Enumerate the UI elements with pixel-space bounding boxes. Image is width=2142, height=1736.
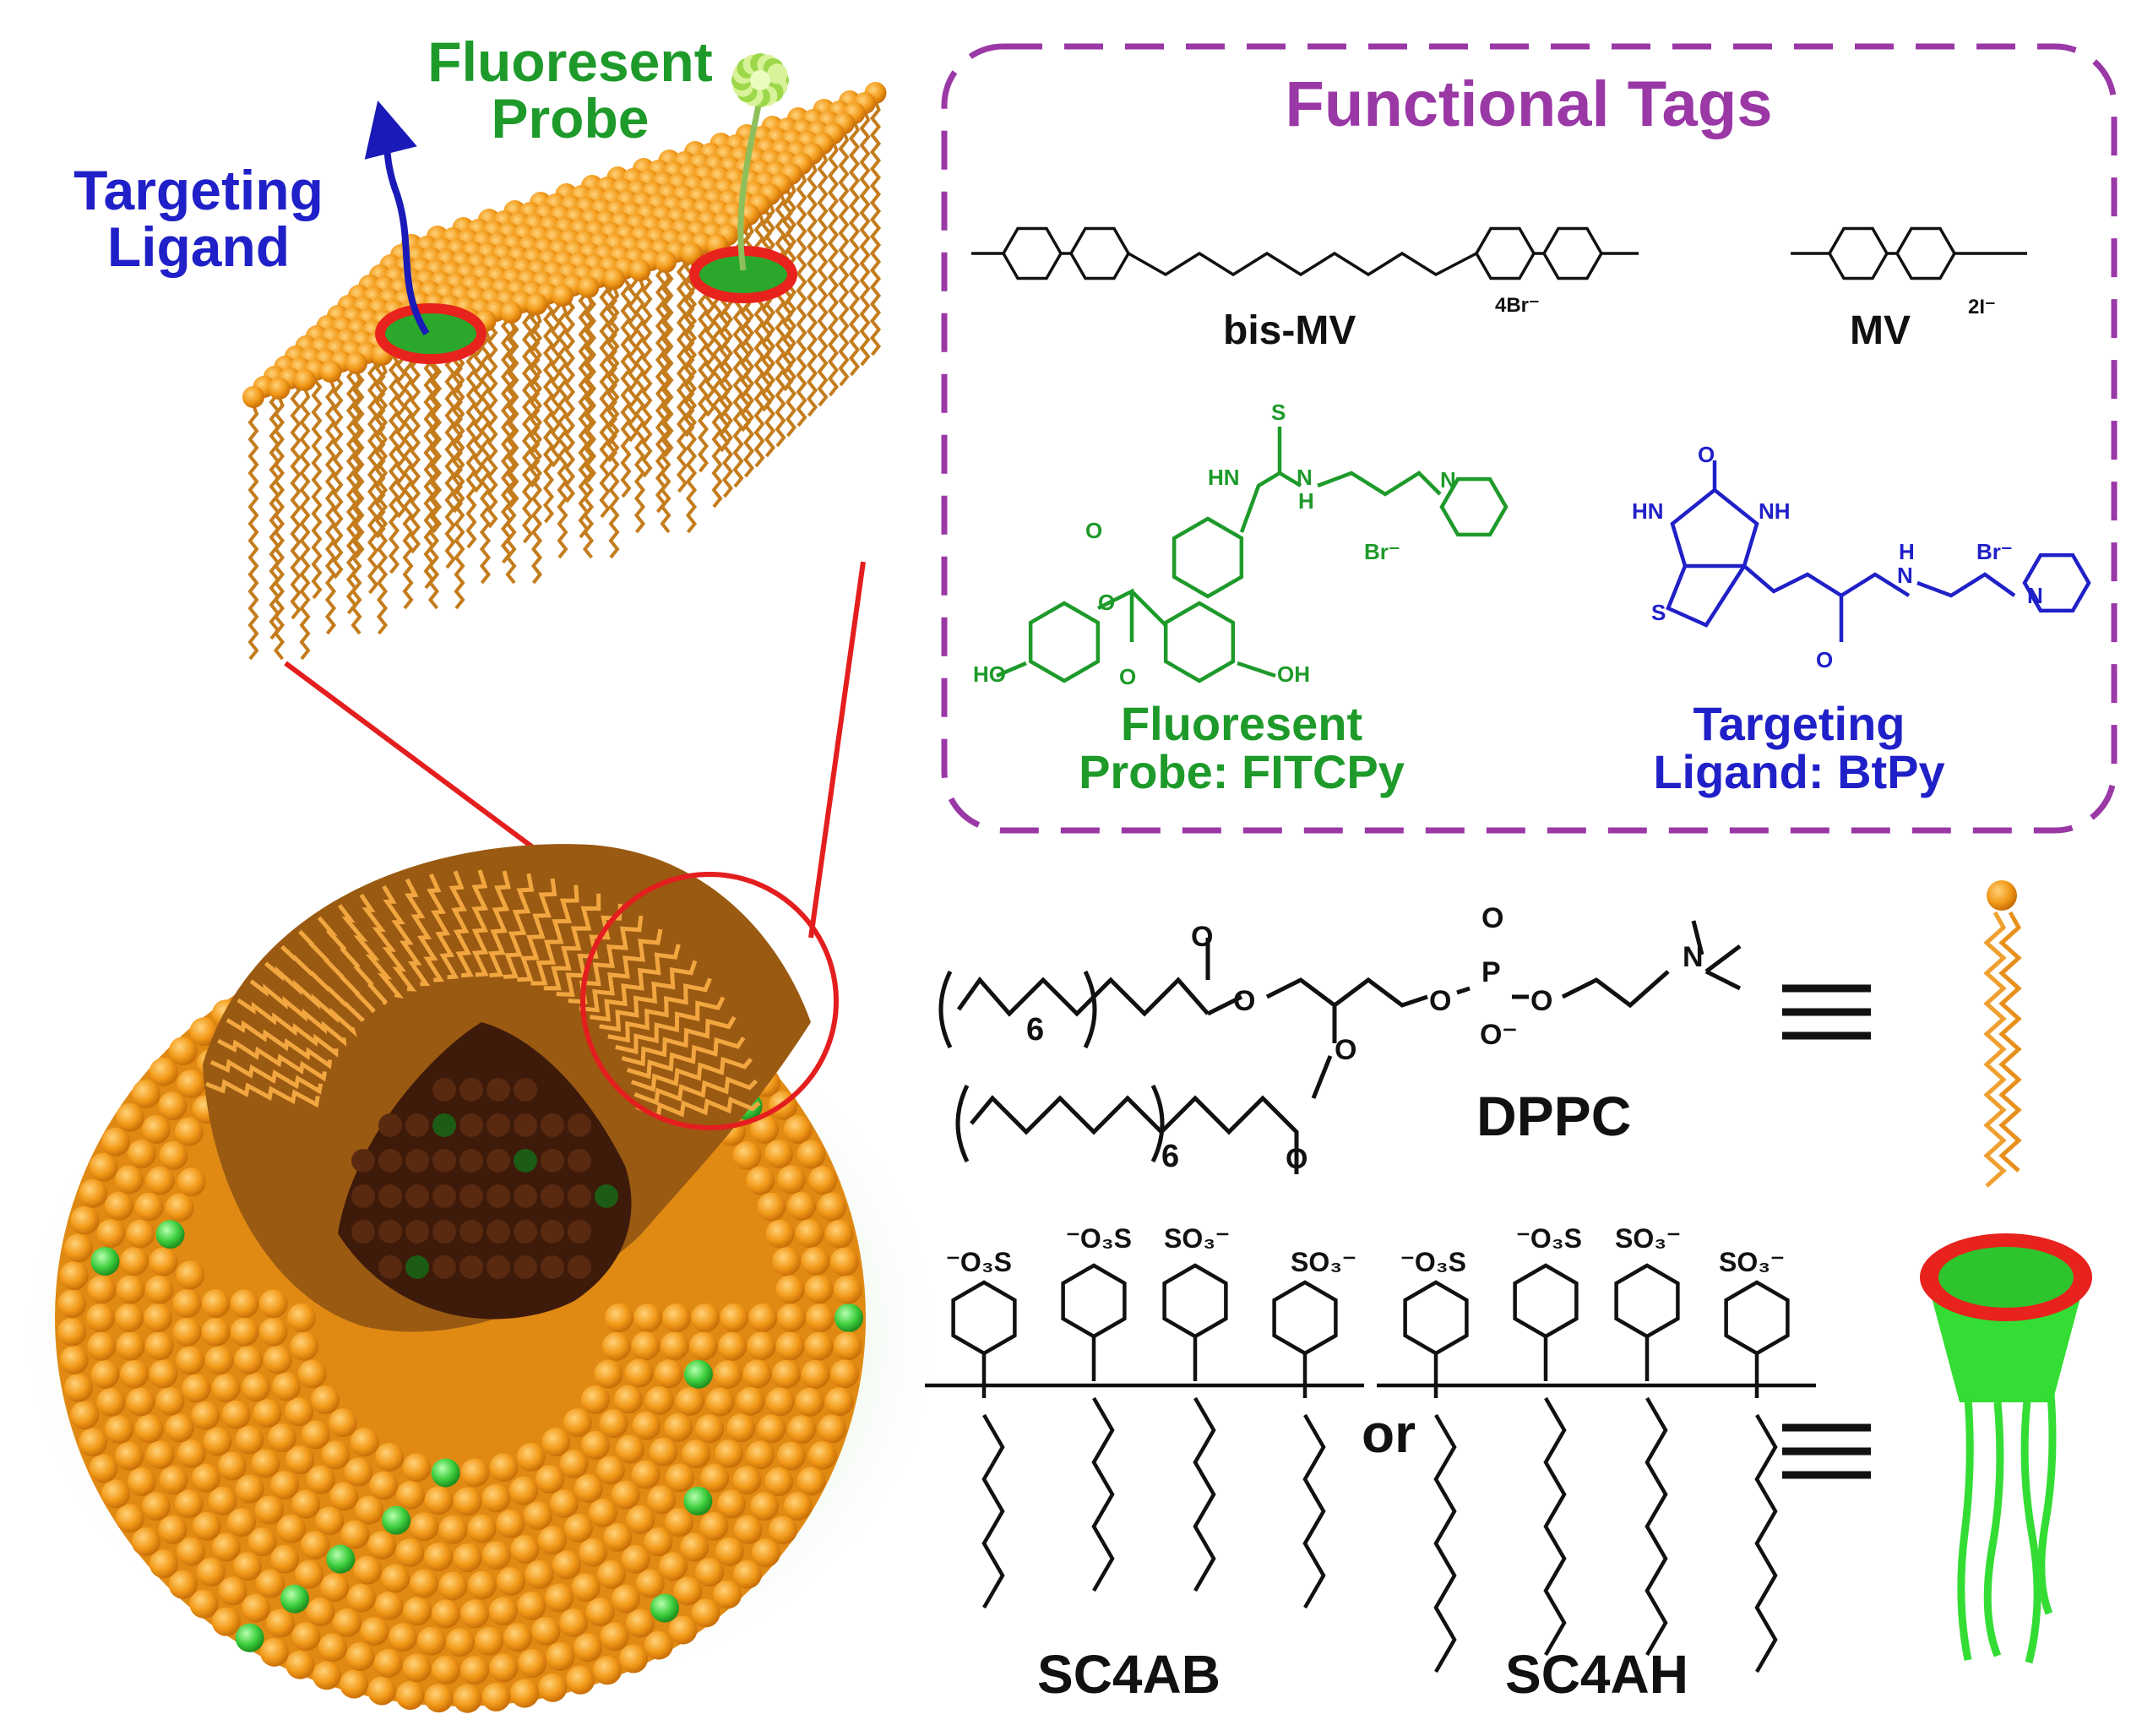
fitc-atom-oh: OH (1277, 661, 1310, 687)
sc4ah-so3-2: ⁻O₃S (1516, 1223, 1582, 1254)
sc4ah-label: SC4AH (1505, 1644, 1688, 1705)
mv-counterion: 2I⁻ (1968, 296, 1996, 318)
dppc-label: DPPC (1476, 1085, 1632, 1147)
fitcpy-caption-line-2: Probe: FITCPy (1079, 745, 1405, 799)
inner-head-beads (351, 1078, 618, 1279)
btpy-atom-h: H (1899, 539, 1915, 564)
equiv-sign-calix (1782, 1423, 1871, 1479)
btpy-atom-br: Br⁻ (1976, 539, 2013, 564)
fitc-atom-n: N (1297, 465, 1313, 490)
sc4ah-so3-1: ⁻O₃S (1400, 1247, 1466, 1277)
btpy-caption-line-1: Targeting (1693, 697, 1906, 750)
fitc-atom-o2: O (1098, 590, 1116, 615)
fitc-atom-hn: HN (1208, 465, 1240, 490)
targeting-host-cavity (375, 303, 487, 364)
fitc-atom-o3: O (1119, 664, 1137, 689)
probe-stem (737, 96, 764, 271)
dppc-atom-o1: O (1191, 921, 1214, 953)
outer-head-beads (57, 922, 863, 1713)
dppc-structure (938, 920, 1742, 1174)
btpy-atom-o: O (1698, 442, 1715, 467)
btpy-structure (1666, 460, 2091, 642)
fluorescent-probe-cluster (731, 53, 789, 107)
fitcpy-caption: Fluoresent Probe: FITCPy (1039, 699, 1444, 796)
fitcpy-caption-line-1: Fluoresent (1120, 697, 1363, 750)
callout-circle (580, 872, 839, 1130)
fitcpy-structure (996, 427, 1509, 683)
dppc-atom-ominus: O⁻ (1480, 1019, 1518, 1051)
fluorescent-probe-line-2: Probe (491, 87, 650, 150)
btpy-caption: Targeting Ligand: BtPy (1605, 699, 1993, 796)
sc4ab-so3-1: ⁻O₃S (946, 1247, 1012, 1277)
bis-mv-structure (971, 226, 1639, 280)
fluorescent-probe-label: Fluoresent Probe (397, 30, 743, 150)
sc4ah-so3-3: SO₃⁻ (1615, 1223, 1681, 1254)
sc4ah-structure (1377, 1263, 1816, 1673)
targeting-ligand-line-1: Targeting (73, 159, 323, 221)
dppc-atom-o6: O (1530, 985, 1553, 1017)
btpy-atom-s: S (1651, 600, 1666, 625)
lipid-cartoon-icon (1983, 880, 2022, 1188)
btpy-atom-hn: HN (1632, 498, 1664, 524)
btpy-atom-o2: O (1816, 647, 1834, 672)
sc4ab-structure (925, 1263, 1364, 1609)
functional-tags-title: Functional Tags (1285, 68, 1773, 140)
dppc-atom-o2: O (1233, 985, 1256, 1017)
bis-mv-label: bis-MV (1223, 308, 1356, 353)
sc4ab-so3-3: SO₃⁻ (1164, 1223, 1230, 1254)
functional-tags-box (941, 43, 2118, 834)
dppc-subscript-1: 6 (1026, 1012, 1045, 1048)
mv-structure (1791, 226, 2027, 280)
sc4ah-so3-4: SO₃⁻ (1719, 1247, 1785, 1277)
fitc-atom-br: Br⁻ (1364, 539, 1400, 564)
dppc-atom-o4: O (1429, 985, 1452, 1017)
mv-label: MV (1850, 308, 1911, 353)
sc4ab-so3-2: ⁻O₃S (1066, 1223, 1132, 1254)
calixarene-cup-icon (1920, 1233, 2092, 1664)
targeting-ligand-label: Targeting Ligand (59, 159, 338, 279)
sc4ab-so3-4: SO₃⁻ (1291, 1247, 1356, 1277)
dppc-atom-o7: O (1286, 1143, 1308, 1175)
bilayer-tail-layer (205, 869, 761, 1119)
vesicle-lumen (338, 1022, 632, 1320)
equiv-sign-dppc (1782, 984, 1871, 1040)
btpy-atom-nh: NH (1759, 498, 1791, 524)
dppc-atom-n: N (1683, 941, 1704, 973)
bis-mv-counterion: 4Br⁻ (1495, 294, 1540, 317)
btpy-caption-line-2: Ligand: BtPy (1653, 745, 1945, 799)
or-label: or (1362, 1403, 1416, 1464)
sc4ab-label: SC4AB (1037, 1644, 1221, 1705)
liposome-vesicle-illustration (8, 844, 954, 1715)
fitc-atom-h: H (1298, 488, 1314, 514)
targeting-ligand-line-2: Ligand (106, 215, 291, 279)
membrane-patch-illustration (242, 53, 887, 661)
targeting-ligand-arrow (364, 100, 430, 336)
fitc-atom-pyn: N (1440, 467, 1456, 493)
fitc-atom-s: S (1271, 400, 1286, 425)
dppc-atom-o3: O (1335, 1034, 1357, 1066)
btpy-atom-n: N (1897, 563, 1913, 588)
dppc-atom-o5: O (1481, 902, 1504, 934)
fluorescent-probe-line-1: Fluoresent (427, 30, 713, 93)
fitc-atom-ho: HO (973, 661, 1006, 687)
callout-line-right (808, 561, 866, 939)
dppc-atom-p: P (1481, 956, 1501, 988)
fitc-atom-o1: O (1085, 518, 1103, 543)
btpy-atom-pyn: N (2027, 583, 2043, 608)
dppc-subscript-2: 6 (1161, 1139, 1180, 1174)
